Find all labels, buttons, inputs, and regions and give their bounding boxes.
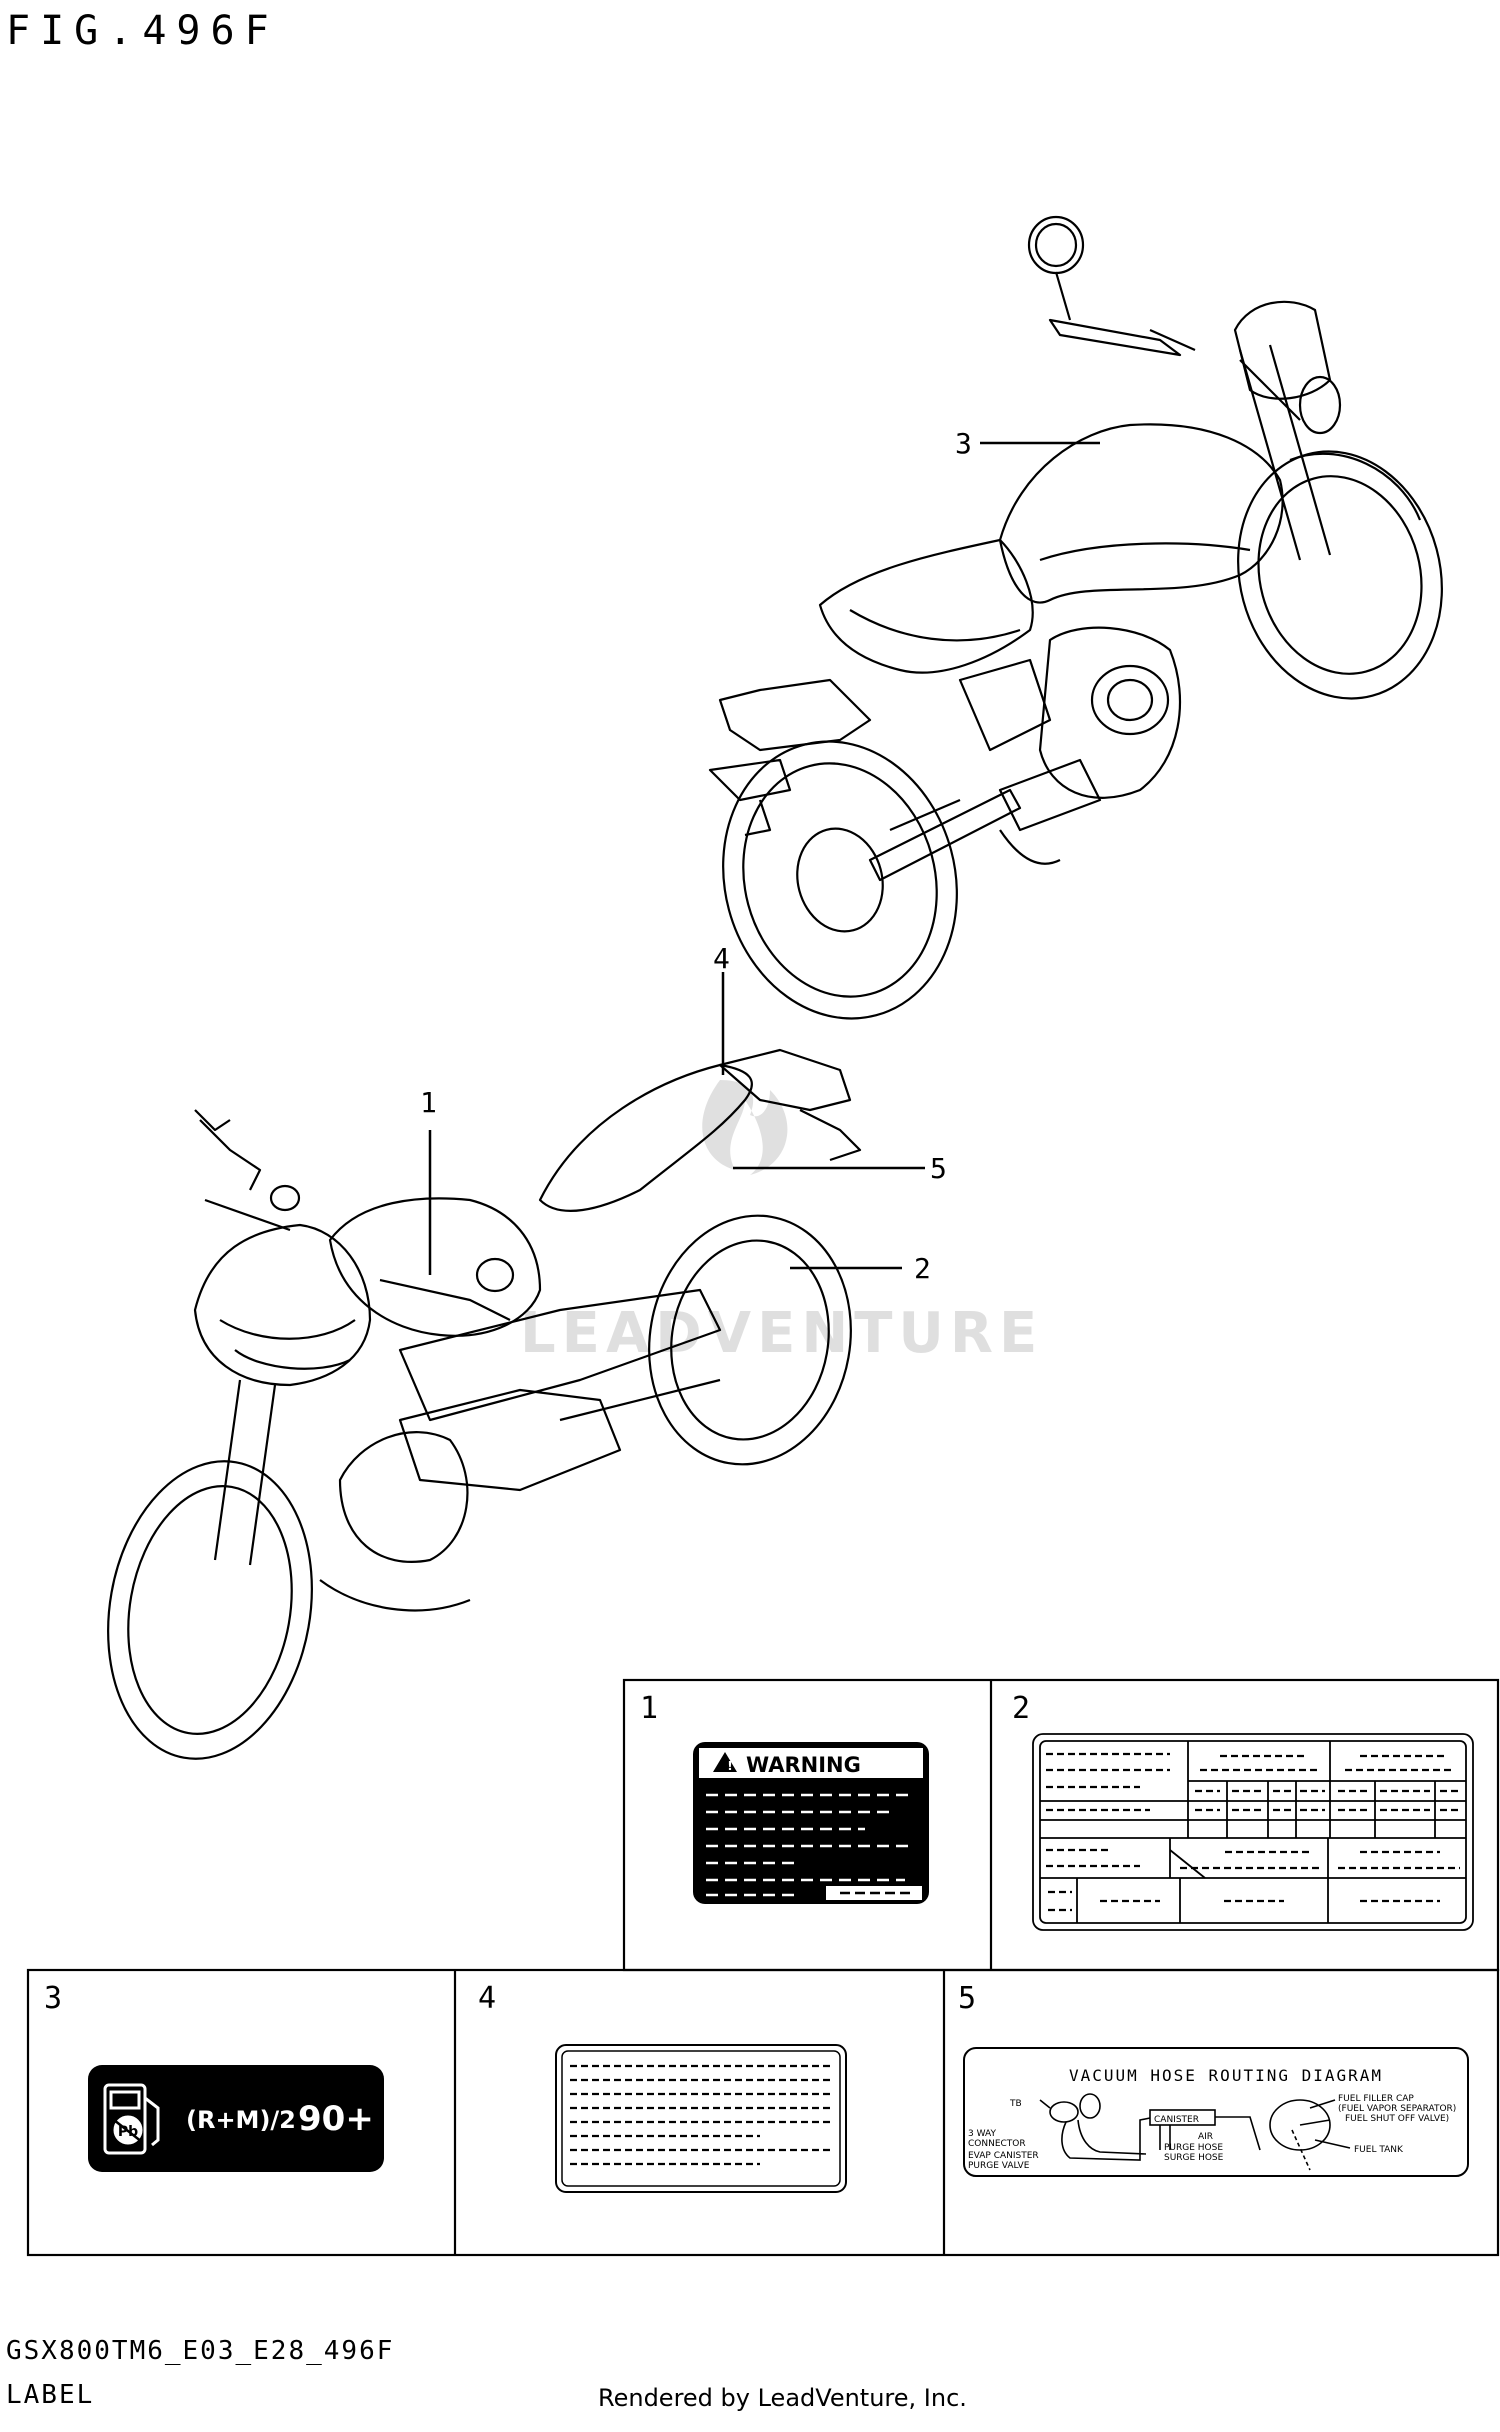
- callout-1: 1: [420, 1086, 437, 1119]
- vacuum-hose-label: VACUUM HOSE ROUTING DIAGRAM TB 3 WAY CON…: [963, 2047, 1469, 2177]
- surge-hose-label: SURGE HOSE: [1164, 2153, 1224, 2163]
- watermark-text: LEADVENTURE: [520, 1301, 1043, 1366]
- way3-label-a: 3 WAY: [968, 2129, 996, 2139]
- purge-hose-label: PURGE HOSE: [1164, 2143, 1223, 2153]
- fuel-cap-label-b: (FUEL VAPOR SEPARATOR): [1338, 2104, 1456, 2114]
- motorcycle-rear-view: [708, 215, 1443, 1020]
- callout-4: 4: [713, 942, 730, 975]
- svg-text:!: !: [727, 1759, 732, 1773]
- octane-formula: (R+M)/2: [186, 2106, 296, 2134]
- rendered-by: Rendered by LeadVenture, Inc.: [598, 2384, 967, 2412]
- figure-label: LABEL: [6, 2380, 95, 2410]
- air-label: AIR: [1198, 2132, 1213, 2142]
- evap-label-b: PURGE VALVE: [968, 2161, 1030, 2171]
- fuel-octane-label: Pb (R+M)/2 90+: [88, 2065, 384, 2172]
- box-5-number: 5: [958, 1981, 976, 2016]
- fuel-cap-label-c: FUEL SHUT OFF VALVE): [1345, 2114, 1449, 2124]
- warning-triangle-icon: [713, 1752, 737, 1772]
- callout-5: 5: [930, 1152, 947, 1185]
- box-2-number: 2: [1012, 1691, 1030, 1726]
- warning-label: ! WARNING: [693, 1742, 929, 1904]
- callout-3: 3: [955, 427, 972, 460]
- warning-heading: WARNING: [746, 1753, 861, 1777]
- tire-info-label: [1032, 1733, 1474, 1931]
- way3-label-b: CONNECTOR: [968, 2139, 1026, 2149]
- label-box-grid: [26, 1678, 1500, 2257]
- callout-leaders: [428, 441, 1100, 1275]
- tb-label: TB: [1009, 2099, 1022, 2109]
- octane-value: 90+: [298, 2099, 374, 2139]
- box-1-number: 1: [640, 1691, 658, 1726]
- info-text-label: [555, 2044, 847, 2193]
- figure-code: GSX800TM6_E03_E28_496F: [6, 2336, 395, 2366]
- motorcycle-front-view: [107, 1048, 862, 1760]
- box-4-number: 4: [478, 1981, 496, 2016]
- fuel-cap-label-a: FUEL FILLER CAP: [1338, 2094, 1414, 2104]
- canister-label: CANISTER: [1154, 2115, 1199, 2125]
- watermark: LEADVENTURE: [520, 1080, 1043, 1366]
- callout-2: 2: [914, 1252, 931, 1285]
- box-3-number: 3: [44, 1981, 62, 2016]
- hose-diagram-title: VACUUM HOSE ROUTING DIAGRAM: [1069, 2066, 1383, 2085]
- figure-title: FIG.496F: [6, 8, 279, 54]
- evap-label-a: EVAP CANISTER: [968, 2151, 1039, 2161]
- fuel-tank-label: FUEL TANK: [1354, 2145, 1404, 2155]
